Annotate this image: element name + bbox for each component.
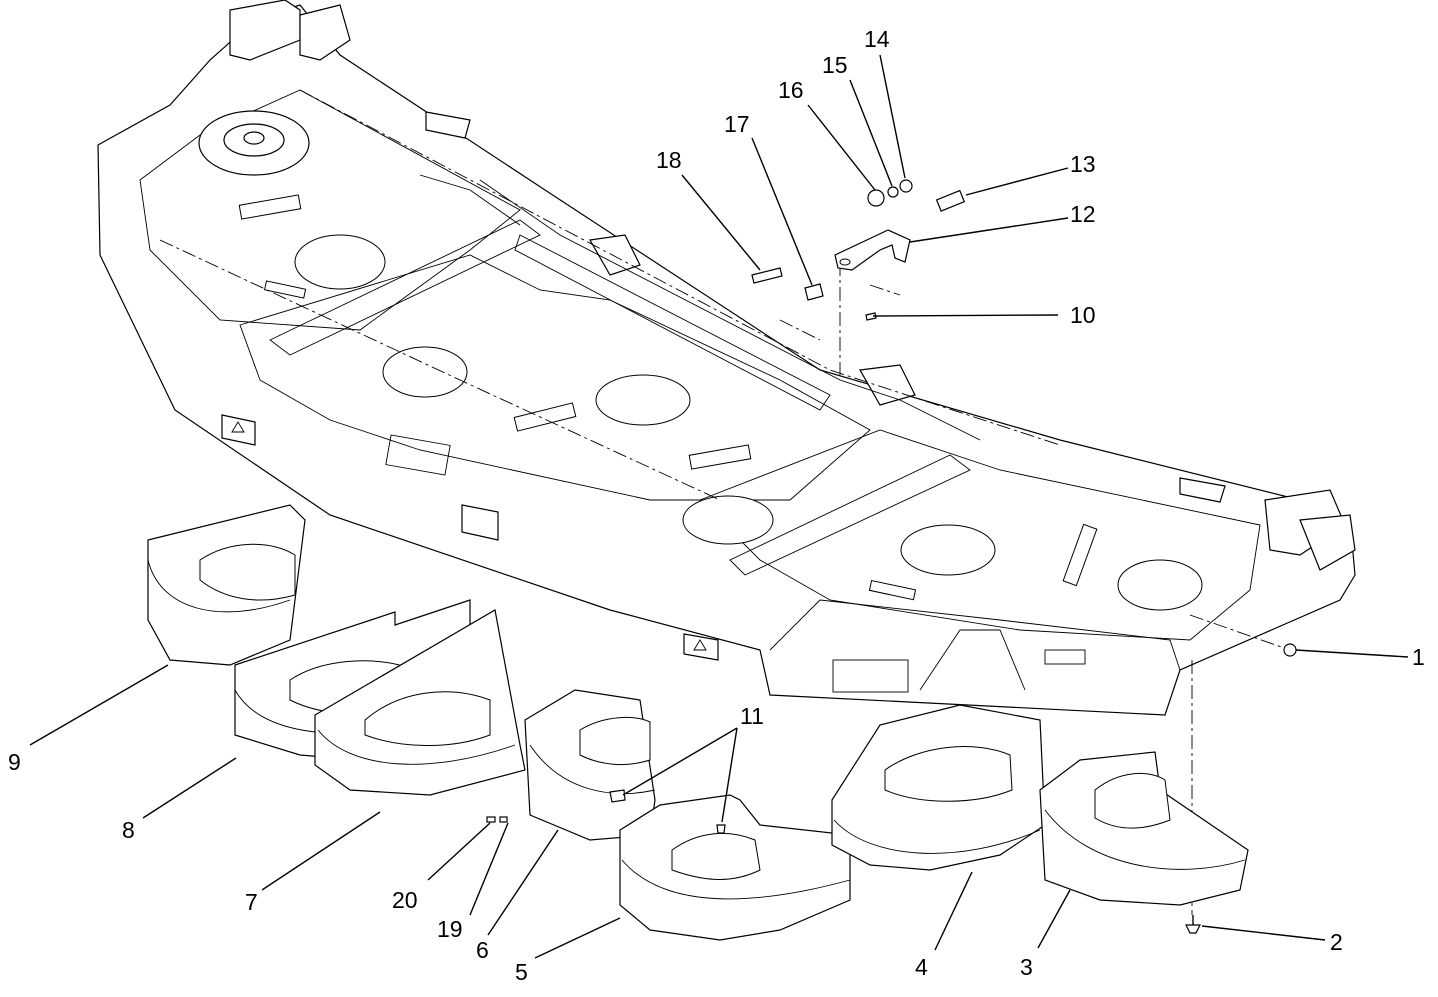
- leader-lines: [29, 54, 1409, 959]
- callout-3: 3: [1020, 954, 1033, 980]
- callout-15: 15: [822, 52, 848, 78]
- callout-10: 10: [1070, 302, 1096, 328]
- callout-1: 1: [1412, 644, 1425, 670]
- callout-18: 18: [656, 147, 682, 173]
- callout-14: 14: [864, 26, 890, 52]
- baffle-segment-3: [1039, 751, 1249, 906]
- baffle-segment-6: [524, 689, 656, 841]
- callout-11: 11: [740, 703, 764, 729]
- mower-deck-assembly: [97, 0, 1356, 915]
- callout-16: 16: [778, 77, 804, 103]
- callout-19: 19: [437, 916, 463, 942]
- callout-12: 12: [1070, 201, 1096, 227]
- baffle-segment-9: [147, 504, 306, 666]
- callout-7: 7: [245, 889, 258, 915]
- callout-2: 2: [1330, 929, 1343, 955]
- callout-8: 8: [122, 817, 135, 843]
- callout-4: 4: [915, 954, 928, 980]
- callout-13: 13: [1070, 151, 1096, 177]
- lift-hook-hardware: [751, 179, 966, 321]
- callout-numbers: 1 2 3 4 5 6 7 8 9 10 11 12 13 14 15 16 1…: [8, 26, 1425, 985]
- fasteners: [486, 643, 1297, 934]
- baffle-segment-7: [314, 609, 526, 796]
- callout-17: 17: [724, 111, 750, 137]
- callout-5: 5: [515, 959, 528, 985]
- callout-6: 6: [476, 937, 489, 963]
- callout-9: 9: [8, 749, 21, 775]
- baffle-segment-5: [619, 794, 851, 941]
- baffle-segment-4: [831, 704, 1046, 871]
- callout-20: 20: [392, 887, 418, 913]
